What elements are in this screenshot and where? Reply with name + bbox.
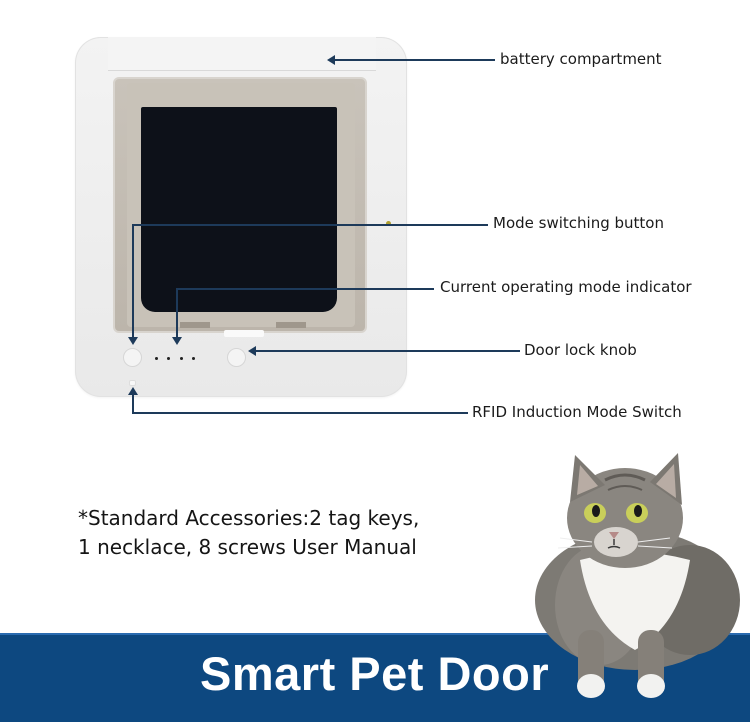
- arrow-down-icon: [172, 337, 182, 345]
- callout-label-mode-button: Mode switching button: [493, 214, 664, 232]
- mode-indicator-dot: [167, 357, 170, 360]
- callout-line: [176, 288, 434, 290]
- rfid-switch: [129, 380, 136, 386]
- arrow-up-icon: [128, 387, 138, 395]
- callout-line: [132, 412, 468, 414]
- flap-latch: [224, 330, 264, 337]
- mode-indicator-dot: [155, 357, 158, 360]
- arrow-left-icon: [327, 55, 335, 65]
- arrow-down-icon: [128, 337, 138, 345]
- flap-hinge-tab: [276, 322, 306, 328]
- callout-line: [132, 394, 134, 414]
- callout-line: [132, 224, 488, 226]
- callout-label-lock-knob: Door lock knob: [524, 341, 637, 359]
- mode-switching-button: [123, 348, 142, 367]
- banner-highlight: [0, 633, 750, 635]
- accessories-line-1: *Standard Accessories:2 tag keys,: [78, 506, 420, 530]
- arrow-left-icon: [248, 346, 256, 356]
- callout-line: [333, 59, 495, 61]
- callout-line: [176, 288, 178, 338]
- accessories-note: *Standard Accessories:2 tag keys, 1 neck…: [78, 504, 498, 562]
- callout-label-battery: battery compartment: [500, 50, 662, 68]
- callout-label-rfid: RFID Induction Mode Switch: [472, 403, 682, 421]
- pet-flap: [141, 107, 337, 312]
- banner-title: Smart Pet Door: [200, 647, 550, 700]
- status-led-icon: [386, 221, 391, 226]
- cat-image: [535, 453, 740, 698]
- door-lock-knob: [227, 348, 246, 367]
- callout-line: [132, 224, 134, 338]
- callout-label-mode-indicator: Current operating mode indicator: [440, 278, 692, 296]
- mode-indicator-dot: [180, 357, 183, 360]
- flap-hinge-tab: [180, 322, 210, 328]
- mode-indicator-dot: [192, 357, 195, 360]
- battery-compartment-cover: [108, 37, 376, 71]
- accessories-line-2: 1 necklace, 8 screws User Manual: [78, 535, 417, 559]
- callout-line: [254, 350, 520, 352]
